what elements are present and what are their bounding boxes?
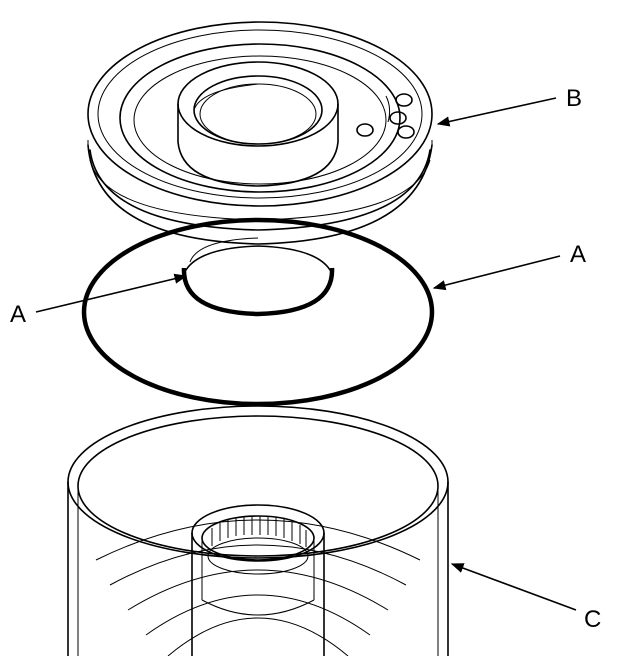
leader-line-a-right bbox=[432, 255, 561, 291]
clutch-drum bbox=[67, 405, 449, 656]
leader-line-b bbox=[436, 97, 557, 127]
callout-o-ring-outer: A bbox=[432, 241, 586, 291]
piston-hole-2 bbox=[395, 93, 413, 107]
o-ring-inner bbox=[181, 237, 335, 317]
leader-line-c bbox=[450, 563, 577, 611]
clutch-piston bbox=[87, 21, 433, 245]
piston-hole-3 bbox=[389, 111, 407, 125]
piston-hole-1 bbox=[356, 123, 374, 137]
label-a-left: A bbox=[10, 301, 26, 328]
leader-line-a-left bbox=[35, 273, 188, 313]
callout-drum: C bbox=[450, 563, 601, 633]
callout-piston: B bbox=[436, 85, 582, 127]
callout-o-ring-inner: A bbox=[10, 273, 188, 328]
label-a-right: A bbox=[570, 241, 586, 268]
label-b: B bbox=[566, 85, 582, 112]
hub-splines bbox=[211, 516, 307, 547]
label-c: C bbox=[584, 606, 601, 633]
piston-hole-4 bbox=[397, 125, 415, 139]
